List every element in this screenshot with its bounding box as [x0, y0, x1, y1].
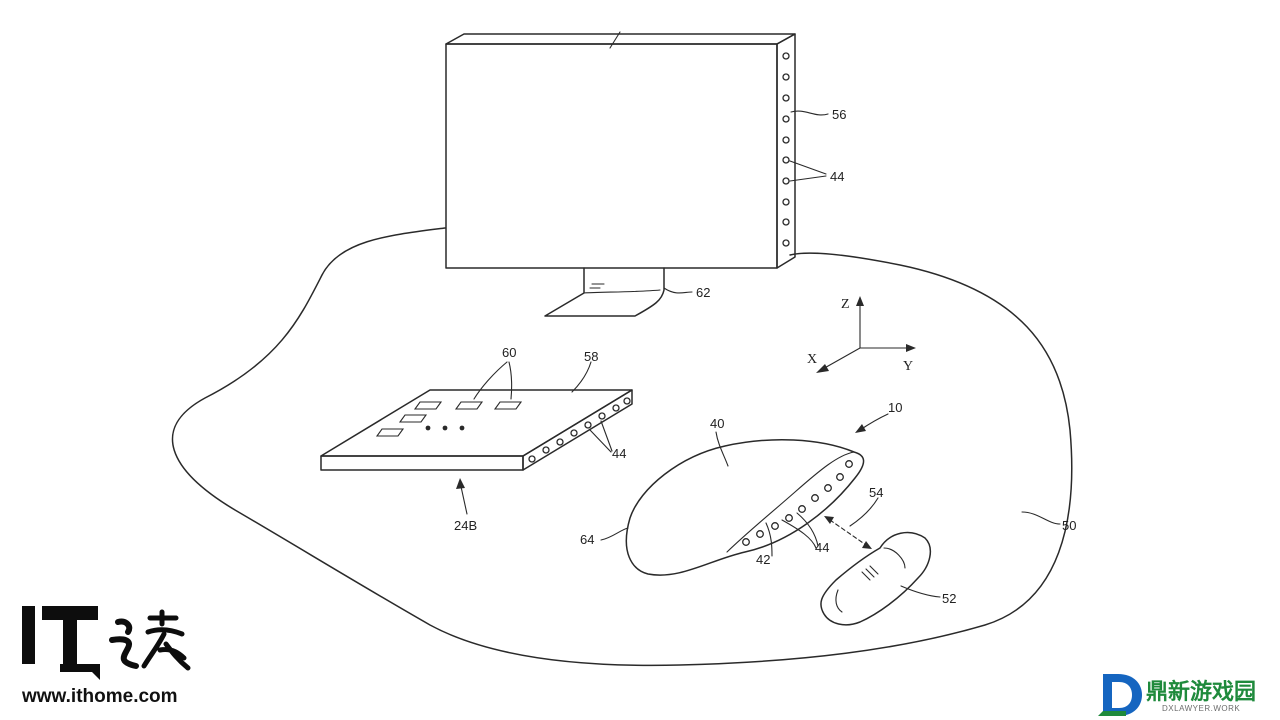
monitor-top-edge	[445, 33, 796, 45]
arrowhead-54-b	[862, 541, 872, 549]
coordinate-axes	[816, 296, 916, 373]
monitor-side-panel	[776, 33, 796, 269]
axis-label-x: X	[807, 352, 817, 367]
label-50: 50	[1062, 518, 1076, 533]
display-monitor	[445, 31, 796, 317]
device-sensor-dots	[742, 460, 853, 546]
keyboard-sensor-dots	[528, 397, 631, 463]
leader-60-a	[473, 361, 508, 400]
label-64: 64	[580, 532, 594, 547]
leader-60-b	[508, 361, 513, 400]
monitor-sensor-dots	[782, 52, 790, 247]
finger	[820, 531, 932, 626]
label-44-keyboard: 44	[612, 446, 626, 461]
leader-50	[1021, 511, 1061, 525]
label-56: 56	[832, 107, 846, 122]
handheld-device	[625, 439, 865, 576]
leader-44-display-b	[789, 175, 827, 182]
label-58: 58	[584, 349, 598, 364]
label-44-display: 44	[830, 169, 844, 184]
keyboard-ellipsis-dots	[425, 425, 465, 431]
keyboard-device	[320, 389, 633, 471]
label-54: 54	[869, 485, 883, 500]
axis-label-y: Y	[903, 359, 913, 374]
keyboard-side-face	[522, 389, 633, 471]
leader-62	[663, 287, 693, 294]
arrowhead-24b	[456, 478, 465, 489]
dx-logo-mark	[1098, 674, 1142, 716]
ithome-url: www.ithome.com	[21, 686, 178, 707]
surface-50-outline	[171, 227, 1073, 667]
arrow-10	[859, 413, 889, 431]
label-52: 52	[942, 591, 956, 606]
axis-label-z: Z	[841, 297, 850, 312]
leader-44-display-a	[789, 160, 827, 175]
leader-40	[715, 431, 729, 467]
leader-44-keyboard-b	[600, 420, 613, 452]
leader-58	[571, 361, 592, 393]
monitor-stand	[544, 267, 665, 317]
leader-44-device-b	[796, 512, 819, 547]
double-arrow-54	[829, 519, 867, 546]
leader-42	[765, 522, 773, 557]
dx-logo-name: 鼎新游戏园	[1146, 679, 1256, 705]
label-44-device: 44	[815, 540, 829, 555]
arrowhead-54-a	[824, 516, 834, 524]
leader-64	[600, 527, 629, 541]
device-tip-edge	[726, 451, 855, 553]
leader-56	[790, 110, 829, 116]
label-40: 40	[710, 416, 724, 431]
keyboard-keys	[375, 401, 523, 437]
keyboard-front-face	[320, 455, 524, 471]
monitor-screen-break-mark	[609, 31, 621, 49]
label-62: 62	[696, 285, 710, 300]
leader-44-device-a	[781, 519, 817, 549]
leader-54	[849, 497, 879, 527]
monitor-screen	[445, 43, 778, 269]
label-42: 42	[756, 552, 770, 567]
label-60: 60	[502, 345, 516, 360]
device-body-outline	[625, 439, 865, 576]
ithome-logo	[22, 606, 191, 680]
label-10: 10	[888, 400, 902, 415]
label-24b: 24B	[454, 518, 477, 533]
leader-44-keyboard-a	[589, 429, 612, 453]
leader-52	[900, 585, 941, 598]
dx-logo-url: DXLAWYER.WORK	[1162, 704, 1240, 713]
arrowhead-10	[855, 424, 866, 433]
